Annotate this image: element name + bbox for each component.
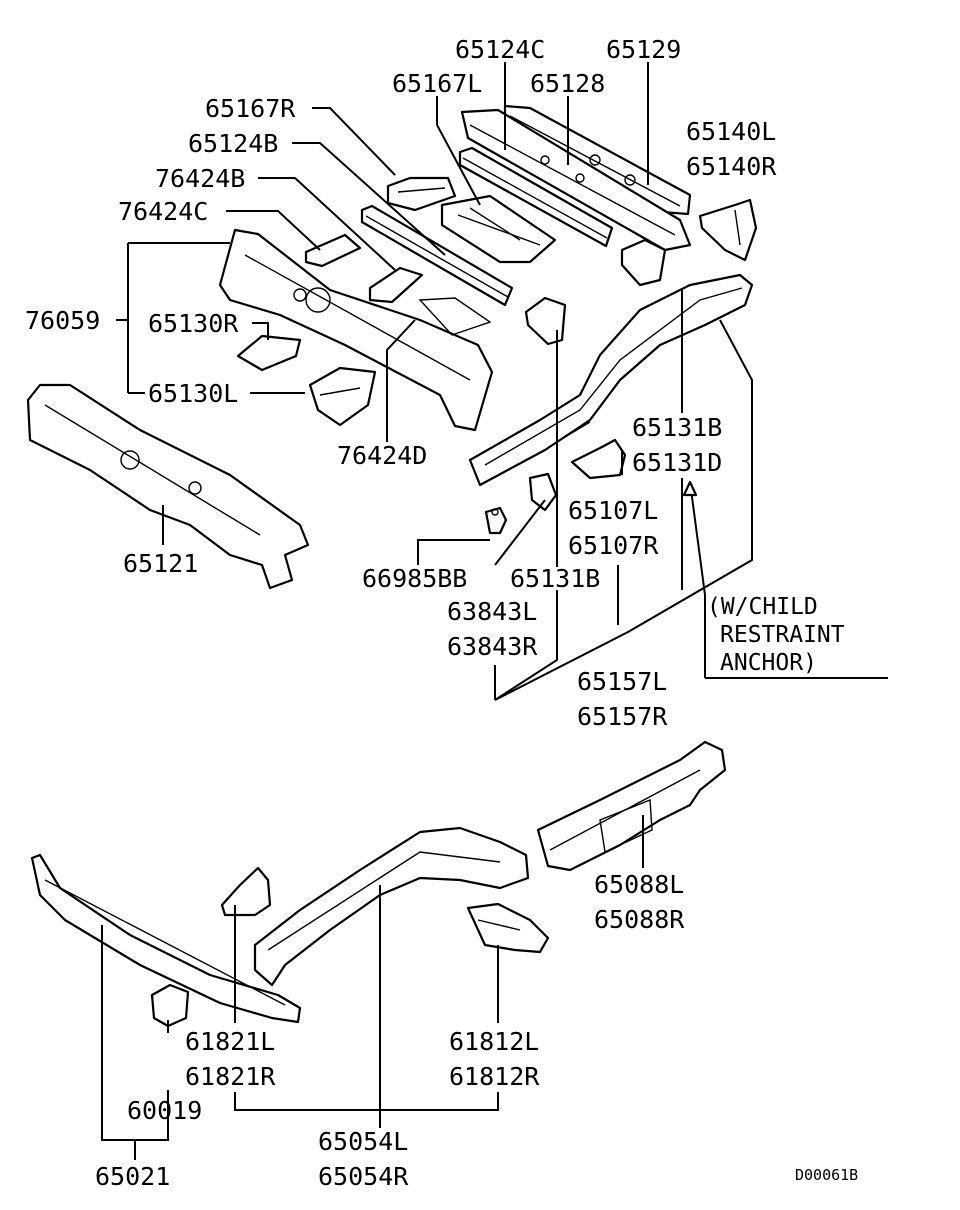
part-65130L	[308, 366, 377, 427]
label-65088R: 65088R	[594, 905, 685, 934]
part-labels: 65124C 65129 65167L 65128 65167R 65140L …	[25, 35, 777, 1191]
label-65140R: 65140R	[686, 152, 777, 181]
part-65167L	[440, 194, 557, 264]
part-65054	[253, 826, 530, 987]
label-65131B-upper: 65131B	[632, 413, 722, 442]
label-65130R: 65130R	[148, 309, 239, 338]
part-65130R	[236, 334, 302, 372]
label-65128: 65128	[530, 69, 605, 98]
part-61821	[220, 866, 272, 917]
part-66985BB	[484, 506, 508, 535]
label-65131B-lower: 65131B	[510, 564, 600, 593]
label-63843R: 63843R	[447, 632, 538, 661]
label-65054R: 65054R	[318, 1162, 409, 1191]
label-65131D: 65131D	[632, 448, 722, 477]
note-line-2: RESTRAINT	[720, 622, 845, 648]
label-65121: 65121	[123, 549, 198, 578]
label-66985BB: 66985BB	[362, 564, 467, 593]
label-76059: 76059	[25, 306, 100, 335]
drawing-code: D00061B	[795, 1166, 858, 1184]
label-65088L: 65088L	[594, 870, 684, 899]
part-76424C	[304, 233, 362, 268]
part-65107	[570, 438, 627, 480]
part-65088	[536, 740, 727, 872]
label-65140L: 65140L	[686, 117, 776, 146]
part-76424B	[368, 266, 424, 304]
label-61812R: 61812R	[449, 1062, 540, 1091]
label-65054L: 65054L	[318, 1127, 408, 1156]
label-65124B: 65124B	[188, 129, 278, 158]
leader-lines	[101, 62, 888, 1160]
label-76424B: 76424B	[155, 164, 245, 193]
part-65021	[30, 853, 302, 1024]
part-65124C	[458, 146, 614, 248]
part-65131D	[620, 238, 667, 287]
label-65021: 65021	[95, 1162, 170, 1191]
part-65124B	[360, 204, 514, 307]
label-65157L: 65157L	[577, 667, 667, 696]
label-61821L: 61821L	[185, 1027, 275, 1056]
label-76424D: 76424D	[337, 441, 427, 470]
label-76424C: 76424C	[118, 197, 208, 226]
part-63843	[528, 472, 558, 512]
label-60019: 60019	[127, 1096, 202, 1125]
note-line-3: ANCHOR)	[720, 650, 817, 676]
part-65121	[26, 383, 310, 590]
label-65129: 65129	[606, 35, 681, 64]
label-65130L: 65130L	[148, 379, 238, 408]
part-drawings	[26, 104, 758, 1028]
part-65140	[698, 198, 758, 262]
label-61812L: 61812L	[449, 1027, 539, 1056]
label-65157R: 65157R	[577, 702, 668, 731]
part-60019	[150, 983, 190, 1028]
label-65167L: 65167L	[392, 69, 482, 98]
child-restraint-note: (W/CHILD RESTRAINT ANCHOR)	[707, 594, 845, 676]
part-76059	[218, 228, 494, 432]
part-65131B	[524, 296, 567, 346]
label-65124C: 65124C	[455, 35, 545, 64]
label-63843L: 63843L	[447, 597, 537, 626]
label-65107L: 65107L	[568, 496, 658, 525]
note-line-1: (W/CHILD	[707, 594, 818, 620]
part-61812	[466, 902, 550, 954]
label-65107R: 65107R	[568, 531, 659, 560]
label-65167R: 65167R	[205, 94, 296, 123]
label-61821R: 61821R	[185, 1062, 276, 1091]
